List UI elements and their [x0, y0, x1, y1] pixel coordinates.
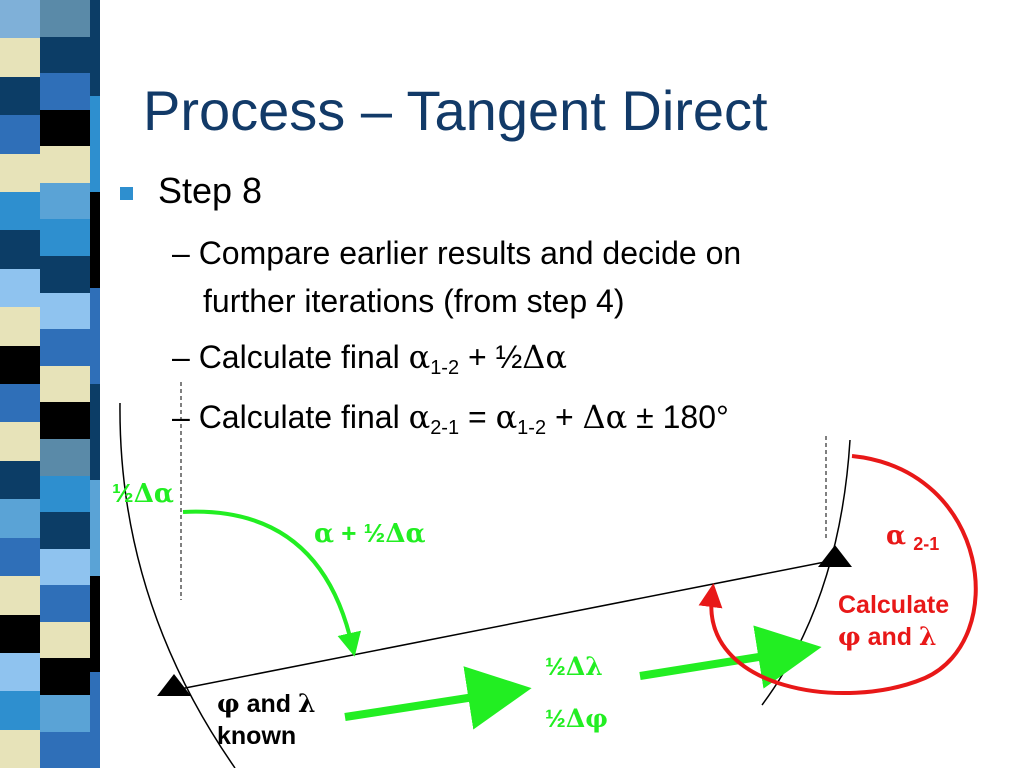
delta-symbol: Δ — [522, 338, 546, 376]
green-azimuth-arrow — [182, 509, 362, 657]
alpha-symbol: α — [495, 398, 518, 436]
stripe-column-right — [90, 0, 100, 768]
label-alpha-plus-half-delta-alpha: α + ½Δα — [314, 518, 426, 549]
and-text: and — [860, 623, 919, 651]
equals: = — [459, 399, 496, 435]
calculate-text: Calculate — [838, 591, 950, 619]
station-end-triangle — [818, 545, 852, 567]
half-symbol: ½ — [112, 478, 134, 508]
geodesic-line — [174, 559, 836, 691]
alpha-symbol: α — [314, 519, 335, 549]
dash: – — [172, 339, 190, 375]
delta-alpha-symbol: Δα — [133, 479, 174, 509]
alpha-symbol: α — [605, 398, 628, 436]
subscript: 2-1 — [430, 417, 460, 439]
calc-text: Calculate final — [198, 339, 409, 375]
subscript: 2-1 — [913, 534, 940, 554]
label-half-delta-lambda: ½Δλ — [545, 652, 603, 682]
phi-lambda-line: φ and λ — [217, 688, 316, 720]
compare-text-cont: further iterations (from step 4) — [203, 283, 625, 319]
label-half-delta-phi: ½Δφ — [545, 704, 608, 734]
delta-lambda-symbol: Δλ — [565, 652, 603, 681]
alpha-symbol: α — [408, 338, 431, 376]
delta-phi-symbol: Δφ — [565, 704, 608, 733]
and-text: and — [239, 690, 298, 718]
green-arrow-lower — [344, 666, 532, 730]
phi-lambda-line: φ and λ — [838, 621, 949, 653]
label-calculate-phi-lambda: Calculate φ and λ — [838, 589, 949, 653]
stripe-column-left — [0, 0, 40, 768]
subscript: 1-2 — [517, 417, 547, 439]
lambda-symbol: λ — [297, 689, 316, 718]
sub-item-compare-cont: further iterations (from step 4) — [203, 281, 624, 321]
stripe-column-middle — [40, 0, 90, 768]
plus-half: + ½ — [459, 339, 523, 375]
bullet-square — [120, 187, 133, 200]
phi-symbol: φ — [217, 689, 240, 718]
phi-symbol: φ — [838, 622, 861, 651]
sub-item-calc-alpha12: – Calculate final α1-2 + ½Δα — [172, 337, 567, 388]
half-symbol: ½ — [545, 653, 566, 681]
calc-text: Calculate final — [198, 399, 409, 435]
plus-half: + ½ — [334, 518, 386, 548]
label-phi-lambda-known: φ and λ known — [217, 688, 316, 752]
red-circular-arrow — [698, 454, 978, 695]
slide-title: Process – Tangent Direct — [143, 79, 768, 142]
decorative-stripe-bar — [0, 0, 100, 768]
subscript: 1-2 — [430, 357, 460, 379]
delta-alpha-symbol: Δα — [385, 519, 426, 549]
compare-text: Compare earlier results and decide on — [198, 235, 742, 271]
alpha-symbol: α — [545, 338, 567, 376]
meridian-arc-left — [119, 402, 236, 768]
alpha-symbol: α — [886, 521, 907, 551]
step-heading: Step 8 — [158, 170, 263, 211]
lambda-symbol: λ — [918, 622, 937, 651]
delta-symbol: Δ — [582, 398, 606, 436]
known-text: known — [217, 722, 297, 750]
station-start-triangle — [157, 674, 191, 696]
green-arrow-upper — [639, 625, 822, 689]
dash: – — [172, 235, 190, 271]
plus: + — [546, 399, 583, 435]
half-symbol: ½ — [545, 705, 566, 733]
sub-item-compare: – Compare earlier results and decide on — [172, 233, 741, 273]
plus-minus-180: ± 180° — [627, 399, 729, 435]
sub-item-calc-alpha21: – Calculate final α2-1 = α1-2 + Δα ± 180… — [172, 397, 729, 448]
label-alpha-21: α 2-1 — [886, 520, 939, 555]
label-half-delta-alpha: ½Δα — [112, 478, 174, 509]
alpha-symbol: α — [408, 398, 431, 436]
